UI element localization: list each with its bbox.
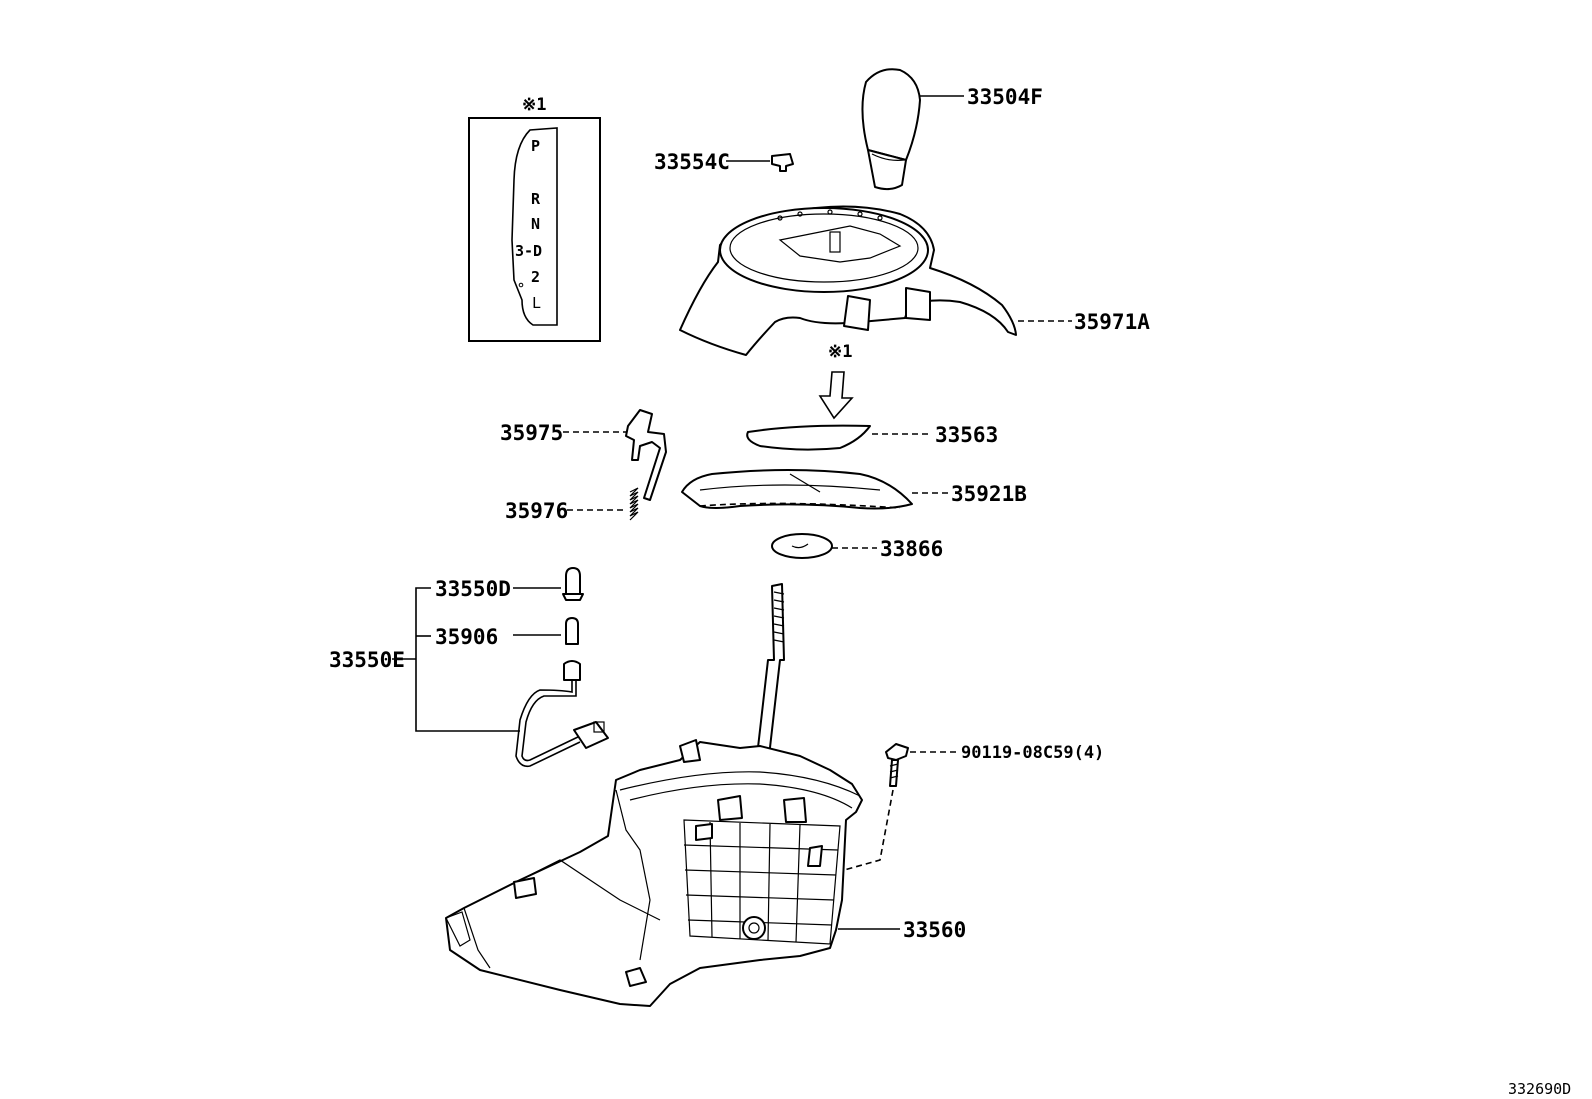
inset-note-mark: ※1 — [522, 95, 546, 115]
callout-33554C: 33554C — [654, 150, 730, 174]
gate-position-r: R — [531, 190, 541, 208]
gate-plate-outline — [511, 127, 558, 326]
gate-position-l: L — [532, 294, 541, 312]
shift-knob-33504F: 33504F — [861, 68, 1043, 191]
bulb-assembly-35906: 33550E 33550D 35906 — [329, 567, 609, 768]
bulb-33550D — [565, 617, 579, 645]
socket — [563, 660, 581, 681]
callout-90119: 90119-08C59(4) — [961, 743, 1104, 763]
note-arrow: ※1 — [818, 342, 854, 420]
slide-plate-35975: 35921B — [681, 469, 1027, 510]
bulb-33550E — [565, 567, 581, 595]
lock-pin-33563: 35975 — [500, 409, 667, 501]
callout-33550D: 35906 — [435, 625, 498, 649]
callout-33560: 33560 — [903, 918, 966, 942]
callout-35976: 33866 — [880, 537, 943, 561]
callout-33563: 35975 — [500, 421, 563, 445]
callout-33504F: 33504F — [967, 85, 1043, 109]
indicator-plate-35921B: 33563 — [746, 423, 998, 451]
callout-35971A: 35971A — [1074, 310, 1150, 334]
down-arrow-icon — [818, 371, 854, 420]
disc-35976: 33866 — [771, 533, 943, 561]
gate-position-3d: 3-D — [515, 242, 542, 260]
clip-33554C: 33554C — [654, 150, 794, 174]
callout-33550E: 33550D — [435, 577, 511, 601]
console-housing-35971A: 35971A — [679, 205, 1150, 356]
gate-position-p: P — [531, 137, 540, 155]
bolt-90119: 90119-08C59(4) — [829, 743, 1104, 875]
figure-id: 332690D — [1508, 1080, 1571, 1098]
callout-35906: 33550E — [329, 648, 405, 672]
callout-35921B: 33563 — [935, 423, 998, 447]
connector-icon — [573, 721, 609, 749]
callout-33866: 35976 — [505, 499, 568, 523]
gate-position-2: 2 — [531, 268, 540, 286]
callout-35975: 35921B — [951, 482, 1027, 506]
spring-33866: 35976 — [505, 487, 639, 523]
shift-gate-inset: ※1 P R N 3-D 2 L — [468, 95, 601, 342]
gate-dot — [518, 282, 524, 288]
note-mark: ※1 — [828, 342, 852, 362]
shift-lever-assembly-33560: 33560 — [445, 583, 966, 1007]
gate-position-n: N — [531, 215, 540, 233]
